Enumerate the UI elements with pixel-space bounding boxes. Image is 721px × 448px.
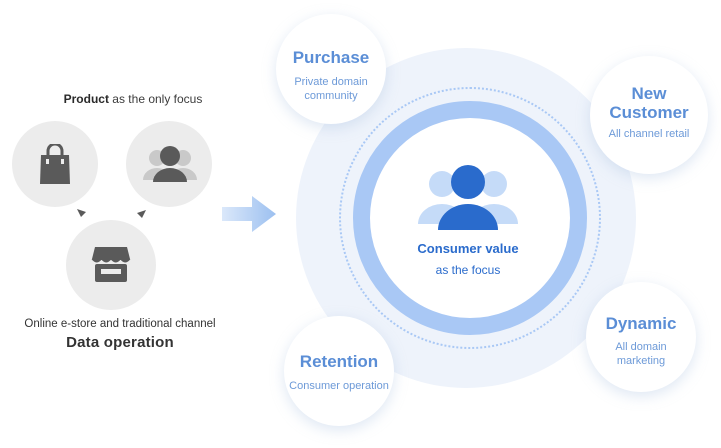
transition-arrow-icon (222, 196, 276, 232)
purchase-title: Purchase (292, 48, 370, 67)
channel-caption: Online e-store and traditional channel (24, 318, 216, 330)
new-customer-circle (590, 56, 708, 174)
storefront-icon (91, 247, 131, 282)
product-focus-label: Product as the only focus (18, 92, 248, 106)
dotted-ring (339, 87, 601, 349)
consumer-value-subtitle: as the focus (435, 263, 501, 277)
dynamic-circle (586, 282, 696, 392)
retention-circle (284, 316, 394, 426)
users-icon (143, 146, 197, 182)
product-focus-bold: Product (63, 92, 109, 106)
dynamic-sub-line2: marketing (616, 355, 666, 367)
purchase-sub-line1: Private domain (294, 76, 368, 88)
new-customer-title-line1: New (631, 84, 667, 103)
arrow-down-left-icon (137, 210, 146, 218)
retention-title: Retention (299, 352, 379, 371)
purchase-circle (276, 14, 386, 124)
purchase-sub-line2: community (304, 90, 358, 102)
consumer-value-title: Consumer value (417, 241, 519, 256)
shopping-bag-icon (40, 144, 70, 184)
arrow-down-right-icon (77, 209, 86, 217)
dynamic-title: Dynamic (605, 314, 677, 333)
new-customer-sub: All channel retail (608, 128, 690, 140)
data-operation-title: Data operation (66, 334, 174, 351)
new-customer-title-line2: Customer (609, 103, 689, 122)
product-focus-rest: as the only focus (108, 92, 203, 106)
consumer-users-icon (418, 165, 518, 230)
dynamic-sub-line1: All domain (615, 341, 667, 353)
retention-sub: Consumer operation (289, 380, 389, 392)
